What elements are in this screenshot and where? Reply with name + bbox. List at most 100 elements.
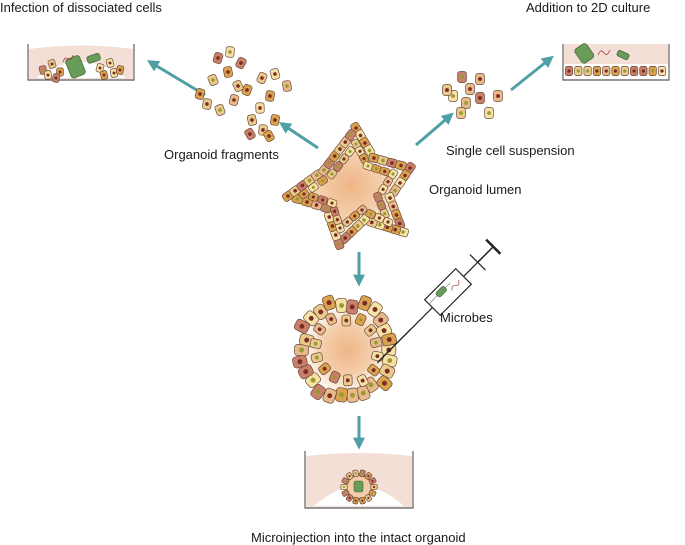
cell-icon bbox=[115, 65, 125, 75]
arrow-to-single-cell bbox=[415, 112, 454, 147]
cell-icon bbox=[354, 313, 367, 326]
cell-icon bbox=[325, 312, 338, 326]
cell-icon bbox=[461, 97, 471, 109]
cell-icon bbox=[51, 73, 61, 83]
cell-icon bbox=[110, 68, 118, 78]
cell-icon bbox=[47, 59, 57, 69]
cell-icon bbox=[341, 489, 350, 497]
cell-icon bbox=[359, 469, 366, 478]
cell-icon bbox=[263, 129, 275, 143]
label-single-cell-suspension: Single cell suspension bbox=[446, 143, 575, 158]
cell-icon bbox=[270, 114, 280, 126]
label-microbes: Microbes bbox=[440, 310, 493, 325]
cell-icon bbox=[345, 472, 354, 480]
cell-icon bbox=[592, 66, 601, 76]
cell-icon bbox=[345, 299, 359, 315]
dish-cells bbox=[38, 58, 125, 83]
cell-icon bbox=[382, 176, 394, 188]
cell-icon bbox=[332, 161, 344, 172]
cell-icon bbox=[364, 472, 373, 480]
microbe-icon bbox=[86, 52, 101, 64]
cell-icon bbox=[235, 56, 247, 70]
cell-icon bbox=[630, 66, 639, 76]
cell-icon bbox=[246, 114, 258, 126]
cell-icon bbox=[297, 364, 314, 380]
cell-icon bbox=[298, 188, 310, 200]
cell-icon bbox=[371, 350, 384, 362]
injection-dish bbox=[304, 451, 414, 509]
cell-icon bbox=[341, 477, 350, 485]
cell-icon bbox=[346, 387, 359, 403]
cell-icon bbox=[309, 338, 322, 349]
cell-icon bbox=[282, 80, 292, 92]
cell-icon bbox=[357, 295, 372, 312]
cell-icon bbox=[384, 191, 396, 205]
cell-icon bbox=[228, 94, 240, 106]
cell-icon bbox=[207, 73, 219, 87]
cell-icon bbox=[364, 324, 377, 337]
cell-icon bbox=[105, 58, 115, 68]
cell-icon bbox=[379, 363, 396, 379]
cell-icon bbox=[292, 354, 308, 369]
cell-icon bbox=[318, 362, 332, 375]
arrow-to-infection bbox=[146, 60, 206, 97]
injected-organoid bbox=[292, 294, 398, 404]
arrow-to-fragments bbox=[279, 122, 319, 150]
cell-icon bbox=[352, 469, 359, 478]
cell-icon bbox=[333, 238, 345, 250]
cell-icon bbox=[338, 153, 350, 165]
cell-icon bbox=[214, 103, 226, 117]
cell-icon bbox=[370, 484, 378, 490]
cell-icon bbox=[369, 337, 383, 349]
cell-icon bbox=[344, 146, 356, 157]
cell-icon bbox=[368, 489, 377, 497]
cell-icon bbox=[639, 66, 648, 76]
cell-icon bbox=[387, 168, 399, 180]
cell-icon bbox=[269, 68, 281, 80]
cell-icon bbox=[368, 477, 377, 485]
cell-icon bbox=[456, 107, 466, 119]
cell-icon bbox=[232, 79, 244, 93]
cell-icon bbox=[475, 73, 485, 85]
cell-icon bbox=[620, 66, 629, 76]
single-cell-suspension bbox=[442, 71, 503, 119]
microbe-icon bbox=[435, 286, 447, 298]
syringe-icon bbox=[376, 238, 502, 364]
cell-icon bbox=[344, 128, 357, 142]
cell-icon bbox=[255, 102, 265, 114]
cell-icon bbox=[373, 213, 385, 223]
cell-icon bbox=[341, 314, 352, 327]
cell-icon bbox=[352, 496, 359, 505]
cell-icon bbox=[241, 83, 253, 97]
cell-icon bbox=[354, 145, 366, 157]
microbe-icon bbox=[353, 480, 364, 493]
injected-organoid-cells bbox=[292, 294, 398, 404]
cell-icon bbox=[95, 63, 105, 73]
label-microinjection: Microinjection into the intact organoid bbox=[251, 530, 466, 545]
cell-icon bbox=[465, 83, 475, 95]
cell-icon bbox=[317, 195, 328, 205]
cell-icon bbox=[564, 66, 574, 76]
label-addition-2d-culture: Addition to 2D culture bbox=[526, 0, 651, 15]
cell-icon bbox=[377, 183, 389, 195]
cell-icon bbox=[475, 92, 485, 104]
cell-icon bbox=[265, 90, 275, 102]
cell-icon bbox=[386, 157, 398, 169]
cell-icon bbox=[341, 216, 353, 228]
cell-icon bbox=[342, 374, 353, 387]
cell-icon bbox=[602, 66, 611, 76]
cell-icon bbox=[359, 496, 366, 505]
culture-dish bbox=[562, 43, 670, 81]
cell-icon bbox=[212, 52, 224, 64]
cell-icon bbox=[335, 387, 348, 403]
cell-icon bbox=[648, 66, 657, 76]
cell-icon bbox=[367, 301, 383, 318]
cell-icon bbox=[387, 200, 399, 213]
cell-icon bbox=[256, 71, 268, 85]
cell-icon bbox=[202, 98, 212, 110]
arrow-to-2d-culture bbox=[510, 55, 554, 92]
cell-icon bbox=[244, 127, 256, 141]
cell-icon bbox=[365, 209, 377, 219]
cell-icon bbox=[194, 88, 206, 100]
